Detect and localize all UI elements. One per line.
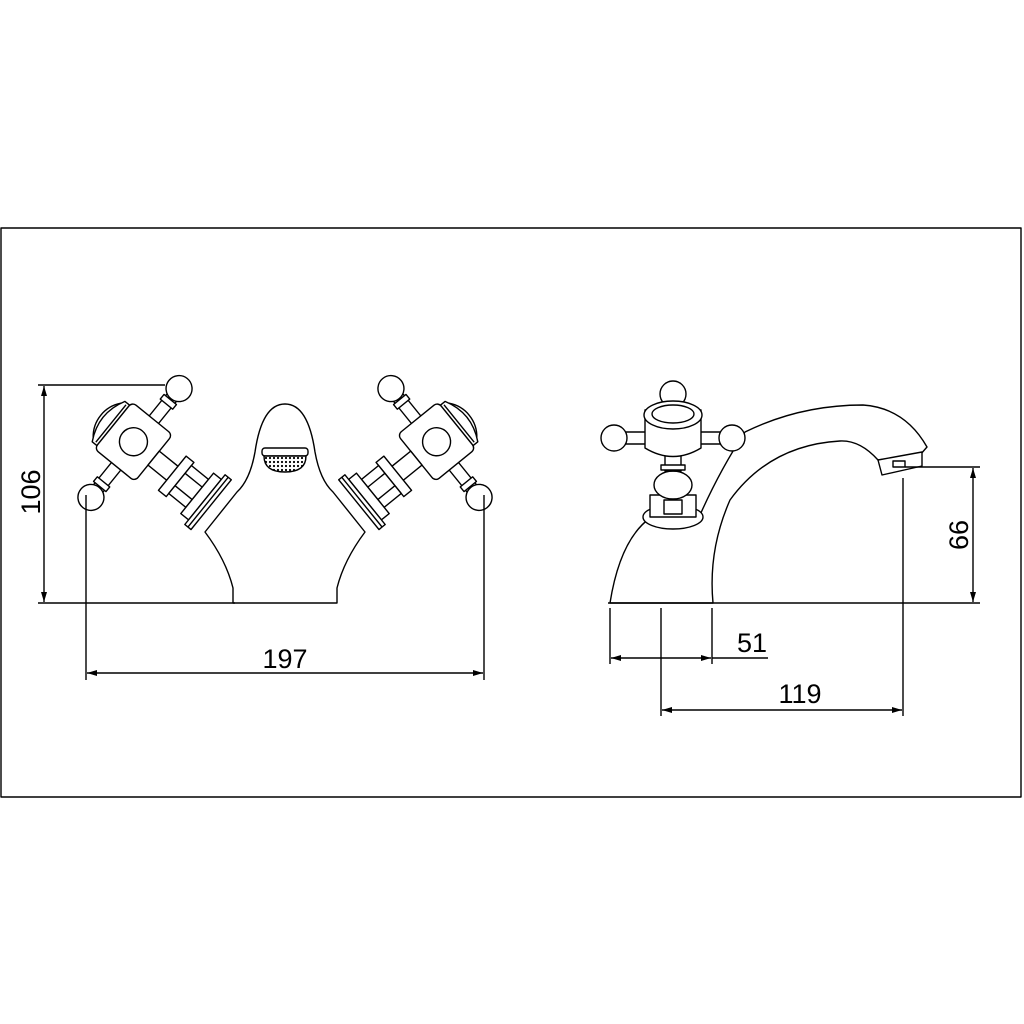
front-view: 106 197 — [16, 350, 523, 680]
drawing-frame — [0, 227, 1022, 798]
spout-reach-dimension-label: 119 — [778, 679, 821, 709]
base-depth-dimension-label: 51 — [737, 628, 767, 658]
spout-height-dimension-label: 66 — [944, 520, 974, 550]
aerator-mesh — [263, 455, 307, 473]
height-dimension-label: 106 — [16, 469, 46, 514]
spout-outlet — [892, 460, 906, 468]
aerator-rim — [261, 447, 309, 457]
width-dimension-label: 197 — [262, 644, 307, 674]
front-body — [204, 403, 366, 604]
side-body — [609, 404, 928, 604]
side-view: 66 51 119 — [600, 380, 980, 716]
